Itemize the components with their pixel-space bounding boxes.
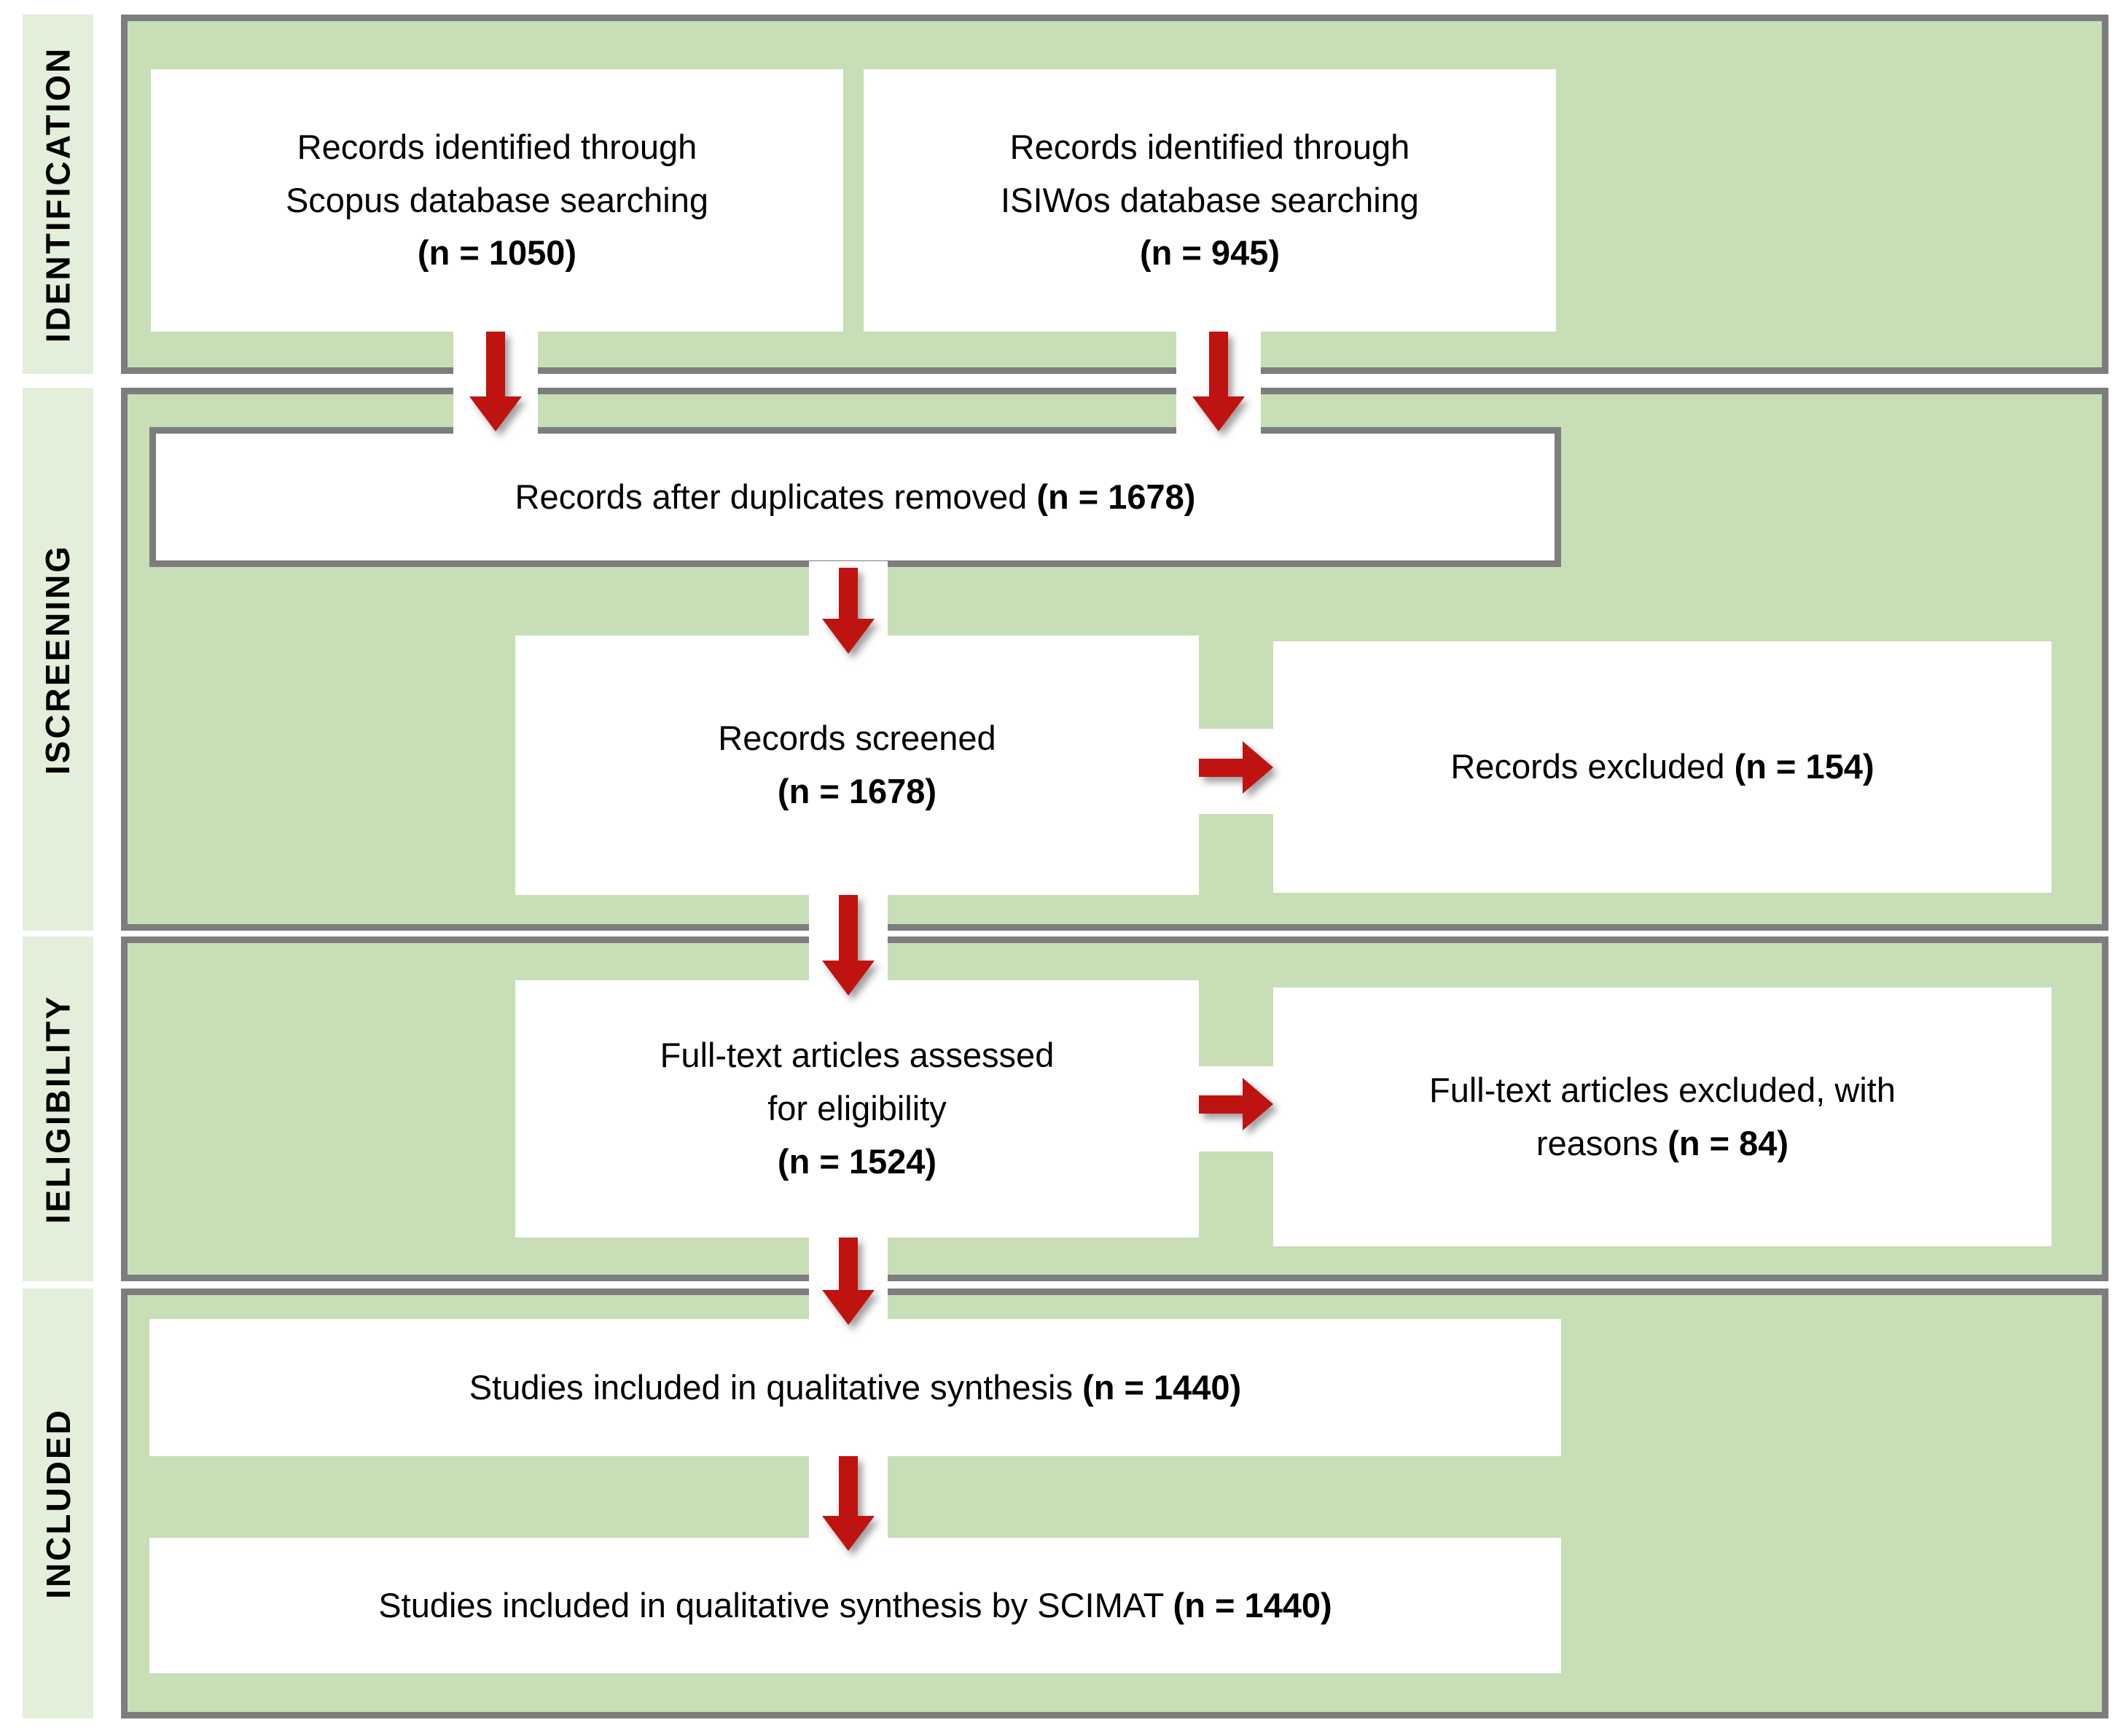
arrow-down-icon [469,332,522,431]
box-scimat-synthesis: Studies included in qualitative synthesi… [149,1538,1561,1673]
box-records-screened: Records screened(n = 1678) [515,636,1199,895]
arrow-down-icon [1192,332,1245,431]
arrow-shaft [1199,758,1243,777]
arrow-shaft [839,895,858,961]
sidebar-stage-eligibility: IELIGIBILITY [23,937,93,1281]
arrow-right-icon [1199,741,1273,794]
stage-label-eligibility: IELIGIBILITY [39,994,77,1224]
arrow-head [1192,396,1245,431]
arrow-shaft [1199,1095,1243,1114]
arrow-shaft [1209,332,1228,396]
stage-label-identification: IDENTIFICATION [39,46,77,343]
arrow-head [1243,1078,1273,1130]
stage-label-included: INCLUDED [39,1408,77,1599]
arrow-head [469,396,522,431]
arrow-head [1243,741,1273,794]
arrow-head [822,619,875,654]
arrow-right-icon [1199,1078,1273,1130]
arrow-shaft [486,332,505,396]
arrow-down-icon [822,568,875,654]
arrow-down-icon [822,895,875,996]
arrow-down-icon [822,1456,875,1551]
sidebar-stage-identification: IDENTIFICATION [23,15,93,374]
sidebar-stage-screening: ISCREENING [23,388,93,931]
box-qualitative-synthesis: Studies included in qualitative synthesi… [149,1319,1561,1456]
arrow-down-icon [822,1238,875,1325]
arrow-shaft [839,1456,858,1516]
box-duplicates-removed: Records after duplicates removed (n = 16… [149,427,1561,567]
box-records-excluded: Records excluded (n = 154) [1273,641,2052,893]
arrow-head [822,961,875,996]
stage-label-screening: ISCREENING [39,544,77,775]
arrow-head [822,1516,875,1551]
arrow-head [822,1290,875,1325]
arrow-shaft [839,1238,858,1290]
sidebar-stage-included: INCLUDED [23,1289,93,1719]
arrow-shaft [839,568,858,619]
